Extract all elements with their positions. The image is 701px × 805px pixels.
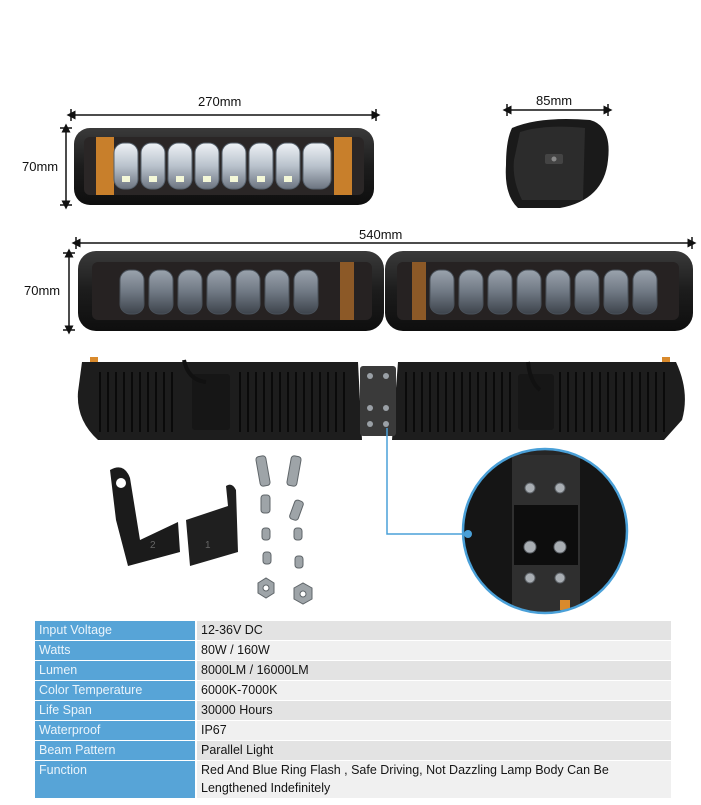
spec-value: 30000 Hours: [196, 700, 671, 721]
double-height-dimension: [63, 248, 75, 335]
spec-key: Lumen: [35, 660, 197, 681]
spec-value: 12-36V DC: [196, 621, 671, 641]
spec-row: Lumen 8000LM / 16000LM: [35, 660, 671, 681]
light-bar-side-view: [505, 119, 609, 208]
spec-table: Input Voltage 12-36V DC Watts 80W / 160W…: [35, 621, 671, 799]
spec-key: Life Span: [35, 700, 197, 721]
spec-row: Life Span 30000 Hours: [35, 700, 671, 721]
spec-key: Beam Pattern: [35, 740, 197, 761]
spec-row: Function Red And Blue Ring Flash , Safe …: [35, 760, 671, 799]
svg-text:1: 1: [205, 540, 211, 551]
detail-callout-line: [386, 428, 468, 535]
mounting-brackets: 1 2: [110, 467, 238, 566]
spec-value: 8000LM / 16000LM: [196, 660, 671, 681]
spec-key: Waterproof: [35, 720, 197, 741]
connector-detail-zoom: [461, 447, 629, 615]
double-width-label: 540mm: [359, 227, 403, 242]
svg-text:2: 2: [150, 540, 156, 551]
single-height-dimension: [60, 123, 72, 210]
spec-key: Color Temperature: [35, 680, 197, 701]
spec-row: Waterproof IP67: [35, 720, 671, 741]
single-width-dimension: [66, 109, 381, 121]
side-depth-dimension: [502, 104, 613, 116]
single-width-label: 270mm: [198, 94, 242, 109]
spec-row: Input Voltage 12-36V DC: [35, 621, 671, 641]
single-light-bar-front: [74, 128, 374, 205]
double-width-dimension: [71, 237, 697, 249]
single-height-label: 70mm: [22, 159, 59, 174]
spec-value: IP67: [196, 720, 671, 741]
spec-key: Function: [35, 760, 197, 799]
double-light-bar-back: [77, 357, 685, 440]
side-depth-label: 85mm: [536, 93, 573, 108]
double-height-label: 70mm: [24, 283, 61, 298]
spec-value: 6000K-7000K: [196, 680, 671, 701]
double-light-bar-front: [78, 251, 693, 331]
spec-key: Input Voltage: [35, 621, 197, 641]
spec-value: Parallel Light: [196, 740, 671, 761]
spec-value: Red And Blue Ring Flash , Safe Driving, …: [196, 760, 671, 799]
spec-row: Beam Pattern Parallel Light: [35, 740, 671, 761]
spec-value: 80W / 160W: [196, 640, 671, 661]
spec-row: Color Temperature 6000K-7000K: [35, 680, 671, 701]
spec-key: Watts: [35, 640, 197, 661]
product-illustration: 1 2: [60, 104, 697, 615]
spec-row: Watts 80W / 160W: [35, 640, 671, 661]
screws-and-nuts: [255, 455, 313, 605]
